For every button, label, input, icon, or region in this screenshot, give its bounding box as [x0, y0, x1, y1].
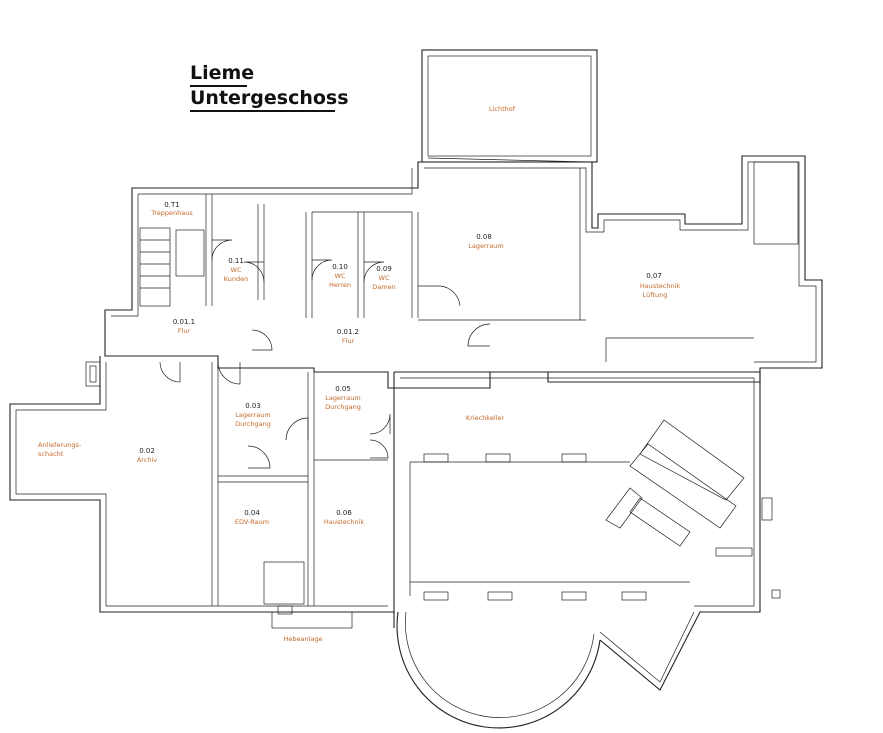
room-name: EDV-Raum [235, 518, 269, 526]
room-label-003: 0.03 Lagerraum Durchgang [235, 402, 271, 428]
room-label-0T1: 0.T1 Treppenhaus [150, 201, 193, 217]
room-name: Damen [372, 283, 395, 291]
room-name: Lagerraum [235, 411, 270, 419]
room-name: Kriechkeller [466, 414, 505, 422]
room-number: 0.T1 [164, 201, 179, 209]
room-number: 0.11 [228, 257, 244, 265]
room-number: 0.01.1 [173, 318, 195, 326]
room-label-006: 0.06 Haustechnik [324, 509, 365, 526]
room-name: Hebeanlage [283, 635, 322, 643]
title-underline-2 [190, 110, 335, 112]
room-name: Lichthof [489, 105, 516, 113]
room-name: WC [379, 274, 390, 282]
room-number: 0.05 [335, 385, 351, 393]
room-number: 0.08 [476, 233, 492, 241]
room-number: 0.03 [245, 402, 261, 410]
room-name: Durchgang [235, 420, 271, 428]
room-name: Lagerraum [325, 394, 360, 402]
room-label-0011: 0.01.1 Flur [173, 318, 195, 335]
interior-walls [139, 161, 799, 606]
plan-title-line2: Untergeschoss [190, 87, 349, 109]
room-name: Lüftung [643, 291, 668, 299]
room-label-kriechkeller: Kriechkeller [466, 414, 505, 422]
title-underline-1 [190, 85, 247, 87]
room-label-hebeanlage: Hebeanlage [283, 635, 322, 643]
outer-walls [104, 155, 823, 389]
room-label-009: 0.09 WC Damen [372, 265, 395, 291]
room-name: Lagerraum [468, 242, 503, 250]
plan-title-line1: Lieme [190, 62, 255, 84]
room-name: Durchgang [325, 403, 361, 411]
room-label-007: 0.07 Haustechnik Lüftung [640, 272, 681, 299]
room-name: WC [231, 266, 242, 274]
room-number: 0.02 [139, 447, 155, 455]
room-name: Haustechnik [640, 282, 681, 290]
room-number: 0.01.2 [337, 328, 359, 336]
room-number: 0.04 [244, 509, 260, 517]
kriechkeller-features [409, 419, 753, 601]
room-name: Anlieferungs- [38, 441, 82, 449]
room-name: Treppenhaus [150, 209, 193, 217]
room-label-010: 0.10 WC Herren [329, 263, 351, 289]
room-label-anlieferung: Anlieferungs- schacht [38, 441, 82, 458]
room-number: 0.06 [336, 509, 352, 517]
lower-outer-walls [9, 356, 761, 729]
room-number: 0.09 [376, 265, 392, 273]
room-name: WC [335, 272, 346, 280]
room-name: Kunden [224, 275, 248, 283]
room-name: schacht [38, 450, 64, 458]
room-label-lichthof: Lichthof [489, 105, 516, 113]
room-label-002: 0.02 Archiv [137, 447, 157, 464]
room-name: Haustechnik [324, 518, 365, 526]
room-name: Archiv [137, 456, 157, 464]
room-name: Flur [342, 337, 355, 345]
room-label-011: 0.11 WC Kunden [224, 257, 248, 283]
door-swings [159, 239, 491, 469]
room-label-005: 0.05 Lagerraum Durchgang [325, 385, 361, 411]
room-name: Herren [329, 281, 351, 289]
room-label-008: 0.08 Lagerraum [468, 233, 503, 250]
exterior-fixtures [85, 361, 781, 629]
room-label-0012: 0.01.2 Flur [337, 328, 359, 345]
room-name: Flur [178, 327, 191, 335]
room-number: 0.07 [646, 272, 662, 280]
room-label-004: 0.04 EDV-Raum [235, 509, 269, 526]
room-number: 0.10 [332, 263, 348, 271]
